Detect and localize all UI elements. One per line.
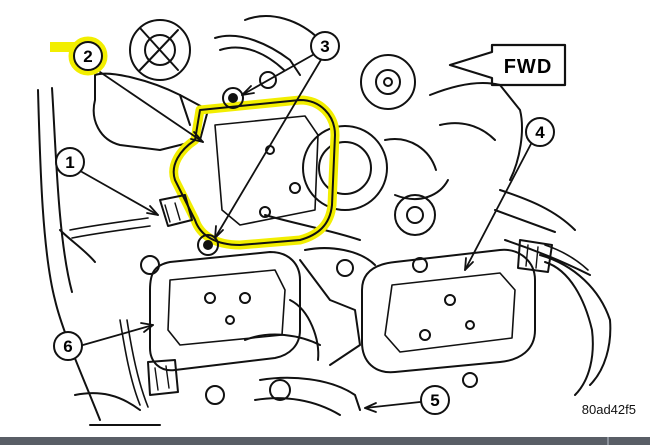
callout-6-number: 6 bbox=[63, 337, 72, 356]
callout-2-number: 2 bbox=[83, 47, 92, 66]
callout-6: 6 bbox=[53, 331, 83, 361]
callout-5: 5 bbox=[420, 385, 450, 415]
highlight-mark bbox=[50, 42, 80, 52]
callout-4-number: 4 bbox=[535, 123, 545, 142]
callout-4: 4 bbox=[525, 117, 555, 147]
callout-3-number: 3 bbox=[320, 37, 329, 56]
figure-code: 80ad42f5 bbox=[581, 402, 636, 417]
callout-1: 1 bbox=[55, 147, 85, 177]
engine-background bbox=[37, 15, 612, 426]
fwd-label: FWD bbox=[504, 56, 553, 78]
bottom-bar bbox=[0, 437, 650, 445]
callout-1-number: 1 bbox=[65, 153, 74, 172]
callout-bubbles: 2 3 1 4 6 5 bbox=[53, 31, 555, 415]
solenoid-part-6 bbox=[147, 251, 301, 396]
leader-lines bbox=[81, 51, 533, 413]
solenoid-part-4-5 bbox=[361, 239, 553, 374]
callout-5-number: 5 bbox=[430, 391, 439, 410]
callout-2: 2 bbox=[68, 36, 108, 76]
bottom-bar-divider bbox=[607, 437, 609, 445]
callout-3: 3 bbox=[310, 31, 340, 61]
forward-arrow bbox=[448, 43, 567, 87]
solenoid-part-2-highlighted bbox=[159, 95, 340, 250]
mounting-bolts bbox=[197, 87, 244, 256]
